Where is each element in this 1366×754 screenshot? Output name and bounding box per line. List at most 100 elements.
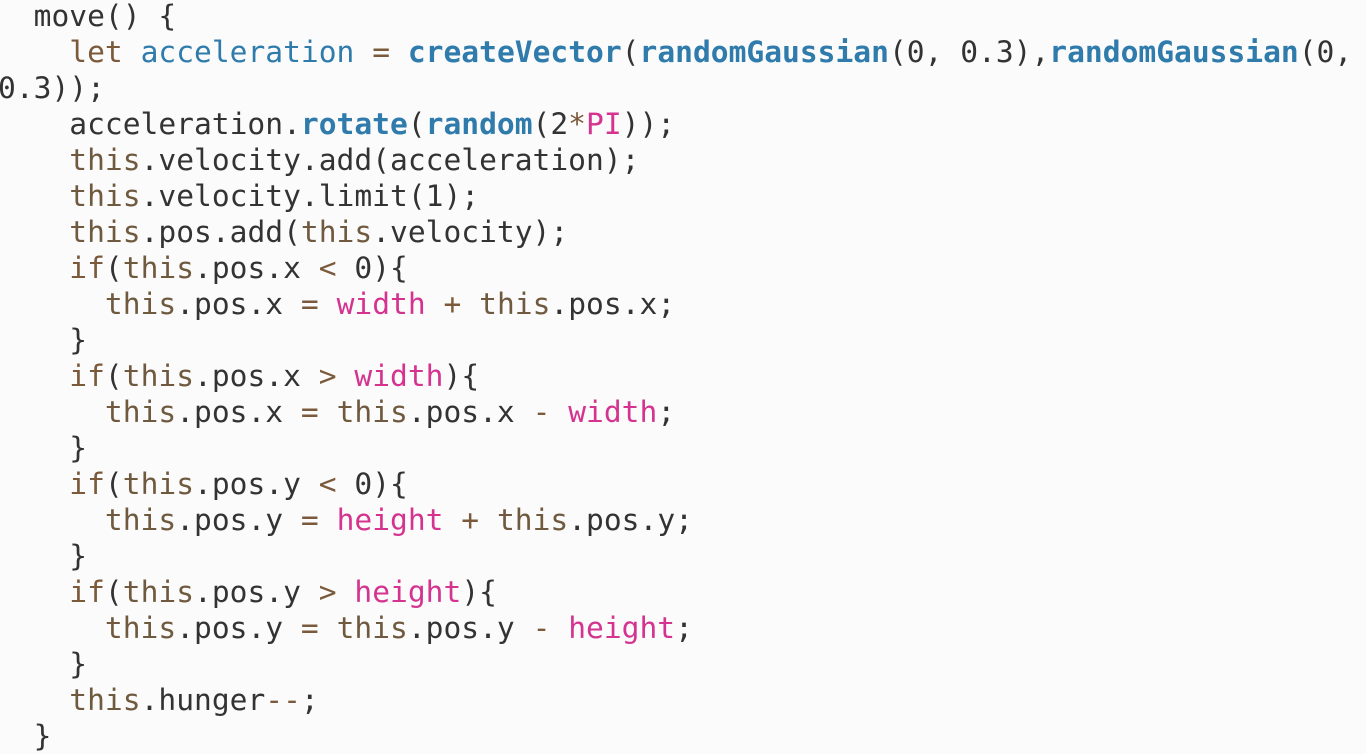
code-line[interactable]: if(this.pos.y > height){ <box>0 574 1366 610</box>
code-token-kw: if <box>69 575 105 609</box>
code-token-this: this <box>104 395 177 429</box>
code-token-this: this <box>336 395 408 429</box>
code-token-plain <box>0 683 69 717</box>
code-token-plain <box>0 143 69 177</box>
code-token-this: this <box>336 611 408 645</box>
code-token-const: height <box>568 611 676 645</box>
code-line[interactable]: } <box>0 430 1366 466</box>
code-token-plain: .pos.y <box>176 611 301 645</box>
code-token-const: width <box>336 287 426 321</box>
code-token-op: + <box>461 503 480 537</box>
code-token-plain: 0){ <box>336 251 408 285</box>
code-token-op: < <box>318 467 337 501</box>
code-token-plain <box>319 503 337 537</box>
code-token-plain <box>319 395 337 429</box>
code-token-this: this <box>104 611 177 645</box>
code-token-plain: ){ <box>461 575 497 609</box>
code-token-op: = <box>300 287 319 321</box>
code-token-plain: ( <box>104 575 123 609</box>
code-token-plain: .pos.x <box>176 395 301 429</box>
code-token-plain: .pos.y <box>176 503 301 537</box>
code-token-op: * <box>568 107 586 141</box>
code-line[interactable]: let acceleration = createVector(randomGa… <box>0 34 1366 70</box>
code-token-op: > <box>318 359 337 393</box>
code-line[interactable]: this.pos.y = height + this.pos.y; <box>0 502 1366 538</box>
code-line[interactable]: if(this.pos.y < 0){ <box>0 466 1366 502</box>
code-token-this: this <box>104 503 177 537</box>
code-token-plain <box>0 467 69 501</box>
code-line[interactable]: } <box>0 718 1366 754</box>
code-token-plain <box>550 395 568 429</box>
code-token-op: = <box>300 611 319 645</box>
code-line[interactable]: this.velocity.add(acceleration); <box>0 142 1366 178</box>
code-line[interactable]: } <box>0 646 1366 682</box>
code-token-const: height <box>354 575 462 609</box>
code-token-op: - <box>532 395 551 429</box>
code-token-op: < <box>318 251 337 285</box>
code-token-plain <box>0 395 105 429</box>
code-token-plain: .pos.x <box>176 287 301 321</box>
code-token-plain: ( <box>621 35 640 69</box>
code-token-plain: .pos.x; <box>550 287 676 321</box>
code-token-plain: ; <box>300 683 319 717</box>
code-token-plain <box>354 35 372 69</box>
code-token-plain <box>0 287 105 321</box>
code-token-this: this <box>122 251 195 285</box>
code-token-fn: random <box>425 107 533 141</box>
code-token-plain: .hunger <box>140 683 266 717</box>
code-line[interactable]: if(this.pos.x < 0){ <box>0 250 1366 286</box>
code-token-plain: .pos.y <box>194 575 319 609</box>
code-token-plain: .pos.x <box>194 359 319 393</box>
code-token-kw: let <box>69 35 123 69</box>
code-token-plain <box>0 179 69 213</box>
code-token-plain: ; <box>657 395 676 429</box>
code-token-plain <box>550 611 568 645</box>
code-token-plain: } <box>0 647 88 681</box>
code-token-op: > <box>318 575 337 609</box>
code-line[interactable]: this.pos.x = this.pos.x - width; <box>0 394 1366 430</box>
code-line[interactable]: 0.3)); <box>0 70 1366 106</box>
code-token-plain <box>337 359 355 393</box>
code-token-plain: (0, 0.3), <box>888 35 1050 69</box>
code-token-this: this <box>69 179 141 213</box>
code-token-fn: randomGaussian <box>1049 35 1299 69</box>
code-token-plain: ( <box>407 107 426 141</box>
code-token-plain: (0, <box>1298 35 1353 69</box>
code-token-plain: } <box>0 323 88 357</box>
code-token-plain: .pos.y; <box>568 503 693 537</box>
code-token-plain <box>0 251 69 285</box>
code-token-plain <box>461 287 479 321</box>
code-line[interactable]: this.velocity.limit(1); <box>0 178 1366 214</box>
code-token-kw: if <box>69 467 105 501</box>
code-line[interactable]: acceleration.rotate(random(2*PI)); <box>0 106 1366 142</box>
code-token-plain <box>0 575 69 609</box>
code-line[interactable]: move() { <box>0 0 1366 34</box>
code-line[interactable]: } <box>0 538 1366 574</box>
code-token-plain: ){ <box>443 359 480 393</box>
code-token-var: acceleration <box>140 35 355 69</box>
code-token-plain <box>390 35 408 69</box>
code-token-plain <box>0 215 69 249</box>
code-line[interactable]: this.pos.add(this.velocity); <box>0 214 1366 250</box>
code-line[interactable]: this.pos.y = this.pos.y - height; <box>0 610 1366 646</box>
code-token-plain: } <box>0 539 88 573</box>
code-line[interactable]: if(this.pos.x > width){ <box>0 358 1366 394</box>
code-token-plain: (2 <box>532 107 569 141</box>
code-token-plain: .pos.y <box>407 611 533 645</box>
code-token-plain: move() { <box>0 0 177 33</box>
code-line[interactable]: } <box>0 322 1366 358</box>
code-token-kw: if <box>69 359 105 393</box>
code-token-this: this <box>122 359 195 393</box>
code-line[interactable]: this.hunger--; <box>0 682 1366 718</box>
code-token-const: width <box>568 395 658 429</box>
code-token-plain: ; <box>675 611 693 645</box>
code-token-plain: .pos.y <box>194 467 319 501</box>
code-token-this: this <box>104 287 177 321</box>
code-token-op: = <box>372 35 391 69</box>
code-token-this: this <box>69 215 141 249</box>
code-line[interactable]: this.pos.x = width + this.pos.x; <box>0 286 1366 322</box>
code-token-plain <box>0 611 105 645</box>
code-token-this: this <box>122 467 195 501</box>
code-token-plain: ( <box>104 251 123 285</box>
